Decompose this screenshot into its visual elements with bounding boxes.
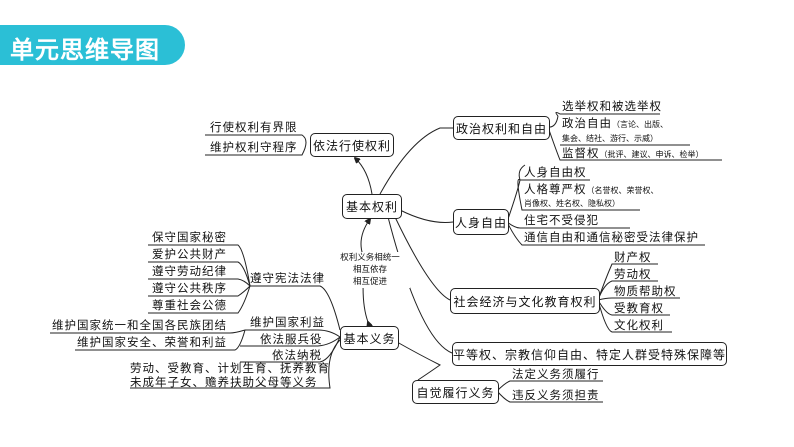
exercise-item: 行使权利有界限 bbox=[210, 120, 298, 134]
national-item: 维护国家统一和全国各民族团结 bbox=[52, 318, 227, 332]
social-item: 文化权利 bbox=[614, 318, 664, 332]
personal-dignity: 人格尊严权（名誉权、荣誉权、 bbox=[524, 182, 659, 198]
title-banner: 单元思维导图 bbox=[0, 25, 185, 65]
node-political: 政治权利和自由 bbox=[453, 116, 550, 140]
relation-line: 相互促进 bbox=[352, 277, 387, 287]
political-supervision-label: 监督权 bbox=[562, 146, 600, 160]
other-duties: 未成年子女、赡养扶助父母等义务 bbox=[130, 375, 318, 389]
page-title: 单元思维导图 bbox=[10, 36, 160, 64]
personal-dignity-note: 肖像权、姓名权、隐私权） bbox=[524, 199, 620, 208]
political-freedom-note: 集会、结社、游行、示威） bbox=[562, 134, 658, 143]
political-freedom-label: 政治自由 bbox=[562, 116, 612, 130]
national-item: 维护国家安全、荣誉和利益 bbox=[77, 335, 227, 349]
fulfill-item: 违反义务须担责 bbox=[512, 388, 600, 402]
political-election: 选举权和被选举权 bbox=[562, 99, 662, 113]
node-basic-duties: 基本义务 bbox=[340, 326, 399, 350]
obey-item: 尊重社会公德 bbox=[152, 298, 227, 312]
node-social: 社会经济与文化教育权利 bbox=[450, 288, 600, 314]
social-item: 财产权 bbox=[614, 250, 652, 264]
other-duties: 劳动、受教育、计划生育、抚养教育 bbox=[130, 361, 330, 375]
obey-law: 遵守宪法法律 bbox=[250, 271, 325, 285]
national-interest: 维护国家利益 bbox=[250, 315, 325, 329]
node-basic-rights: 基本权利 bbox=[342, 194, 402, 219]
political-supervision-note: （批评、建议、申诉、检举） bbox=[599, 150, 704, 159]
pay-tax: 依法纳税 bbox=[272, 348, 322, 362]
social-item: 物质帮助权 bbox=[614, 284, 677, 298]
obey-item: 遵守劳动纪律 bbox=[152, 264, 227, 278]
political-freedom-note: （言论、出版、 bbox=[612, 120, 668, 129]
node-personal: 人身自由 bbox=[453, 209, 509, 235]
social-item: 劳动权 bbox=[614, 267, 652, 281]
obey-item: 保守国家秘密 bbox=[152, 230, 227, 244]
social-item: 受教育权 bbox=[614, 301, 664, 315]
node-exercise-rights: 依法行使权利 bbox=[310, 133, 394, 157]
node-fulfill: 自觉履行义务 bbox=[412, 380, 499, 404]
obey-item: 爱护公共财产 bbox=[152, 247, 227, 261]
exercise-item: 维护权利守程序 bbox=[210, 140, 298, 154]
obey-item: 遵守公共秩序 bbox=[152, 281, 227, 295]
personal-liberty: 人身自由权 bbox=[524, 165, 587, 179]
personal-correspondence: 通信自由和通信秘密受法律保护 bbox=[524, 230, 699, 244]
personal-residence: 住宅不受侵犯 bbox=[524, 213, 599, 227]
relation-line: 权利义务相统一 bbox=[340, 253, 400, 263]
relation-line: 相互依存 bbox=[352, 265, 387, 275]
relation-note: 权利义务相统一 相互依存 相互促进 bbox=[330, 252, 410, 288]
military-service: 依法服兵役 bbox=[260, 332, 323, 346]
personal-dignity-note: （名誉权、荣誉权、 bbox=[586, 186, 659, 195]
political-freedom: 政治自由（言论、出版、 bbox=[562, 116, 668, 132]
personal-dignity-label: 人格尊严权 bbox=[524, 182, 587, 196]
fulfill-item: 法定义务须履行 bbox=[512, 367, 600, 381]
node-equality: 平等权、宗教信仰自由、特定人群受特殊保障等 bbox=[452, 342, 727, 366]
political-supervision: 监督权（批评、建议、申诉、检举） bbox=[562, 146, 704, 162]
